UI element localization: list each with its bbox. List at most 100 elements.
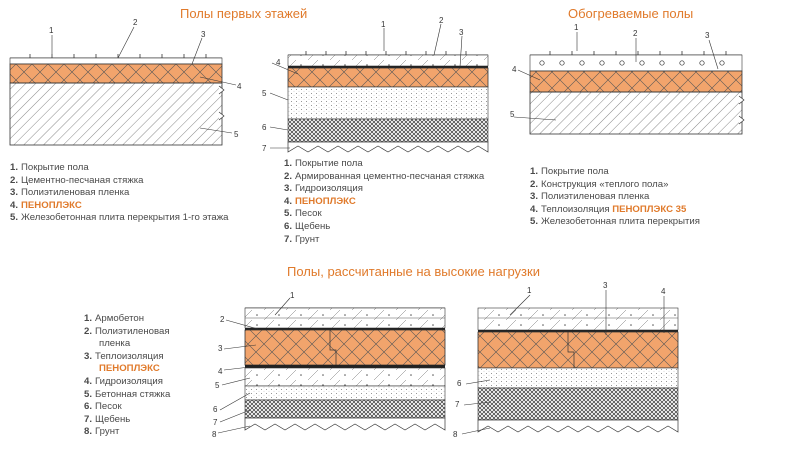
legend-number: 2. (284, 170, 293, 182)
callout-4: 4 (512, 65, 517, 74)
callout-3: 3 (705, 31, 710, 40)
legend-text: пленка (99, 338, 131, 350)
legend-text: ПЕНОПЛЭКС (295, 195, 356, 207)
legend-text: Покрытие пола (295, 158, 363, 169)
callout-3: 3 (218, 344, 223, 353)
legend-number: 4. (10, 199, 19, 211)
legend-item: 2.Цементно-песчаная стяжка (10, 175, 229, 188)
legend-item: 3.Полиэтиленовая пленка (530, 191, 700, 204)
legend-item: 8.Грунт (84, 426, 170, 439)
legend-text: Полиэтиленовая пленка (21, 187, 130, 199)
diagram-high-load-slab: 1 2 3 4 5 6 7 8 (212, 291, 446, 439)
legend-number: 4. (84, 375, 93, 387)
legend-number: 4. (284, 195, 293, 207)
legend-number: 6. (284, 220, 293, 232)
legend-brand: ПЕНОПЛЭКС 35 (612, 203, 687, 215)
diagram-high-load-ground: 1 3 4 6 7 8 (453, 281, 679, 439)
callout-1: 1 (574, 23, 579, 32)
legend-item: 5.Железобетонная плита перекрытия 1-го э… (10, 212, 229, 225)
legend-number: 7. (84, 413, 93, 425)
legend-text: Гидроизоляция (95, 375, 163, 387)
title-heated-floors: Обогреваемые полы (568, 6, 694, 21)
callout-3: 3 (459, 28, 464, 37)
legend-item: 6.Песок (84, 401, 170, 414)
legend-text: ПЕНОПЛЭКС (99, 363, 160, 375)
legend-text: Покрытие пола (21, 162, 89, 173)
legend-number: 5. (284, 208, 293, 220)
legend-item: 5.Железобетонная плита перекрытия (530, 216, 700, 229)
legend-number: 1. (10, 162, 19, 173)
legend-item: 1.Армобетон (84, 313, 170, 326)
title-first-floors: Полы первых этажей (180, 6, 308, 21)
callout-8: 8 (453, 430, 458, 439)
callout-1: 1 (290, 291, 295, 300)
legend-text: Железобетонная плита перекрытия 1-го эта… (21, 212, 229, 224)
callout-7: 7 (213, 418, 218, 427)
legend-text: Покрытие пола (541, 166, 609, 177)
legend-item: 2.Конструкция «теплого пола» (530, 179, 700, 192)
legend-item: 2.Полиэтиленовая (84, 326, 170, 339)
callout-4: 4 (218, 367, 223, 376)
legend-text: Грунт (95, 426, 120, 438)
legend-number: 1. (530, 166, 539, 177)
legend-text: Цементно-песчаная стяжка (21, 174, 144, 186)
legend-item: 6.Щебень (284, 221, 484, 234)
legend-number: 4. (530, 203, 539, 215)
legend-text: Грунт (295, 233, 320, 245)
legend-item: 3.Полиэтиленовая пленка (10, 187, 229, 200)
legend-item: 4.ПЕНОПЛЭКС (10, 200, 229, 213)
legend-number: 3. (530, 191, 539, 203)
callout-3: 3 (603, 281, 608, 290)
legend-number: 8. (84, 426, 93, 438)
callout-2: 2 (133, 18, 138, 27)
callout-1: 1 (381, 20, 386, 29)
legend-number: 3. (10, 187, 19, 199)
legend-text: ПЕНОПЛЭКС (21, 199, 82, 211)
legend-text: Теплоизоляция (95, 350, 164, 362)
diagram-first-floor-slab: 1 2 3 4 5 (9, 18, 242, 146)
callout-5: 5 (215, 381, 220, 390)
legend-number: 5. (10, 212, 19, 224)
callout-4: 4 (237, 82, 242, 91)
legend-text: Песок (295, 208, 322, 220)
callout-4: 4 (661, 287, 666, 296)
legend-item: 4.Гидроизоляция (84, 376, 170, 389)
callout-2: 2 (633, 29, 638, 38)
legend-item: 5.Бетонная стяжка (84, 389, 170, 402)
legend-number: 5. (84, 388, 93, 400)
legend-text: Конструкция «теплого пола» (541, 178, 669, 190)
legend-item: ПЕНОПЛЭКС (84, 363, 170, 376)
legend-text: Гидроизоляция (295, 183, 363, 195)
legend-number: 2. (84, 325, 93, 337)
legend-number: 3. (84, 350, 93, 362)
callout-6: 6 (213, 405, 218, 414)
callout-6: 6 (457, 379, 462, 388)
callout-5: 5 (262, 89, 267, 98)
callout-5: 5 (510, 110, 515, 119)
legend-number: 1. (84, 313, 93, 324)
legend-number: 3. (284, 183, 293, 195)
callout-7: 7 (262, 144, 267, 153)
diagram-ground-floor: 1 2 3 4 5 6 7 (262, 16, 489, 153)
legend-number: 1. (284, 158, 293, 169)
callout-7: 7 (455, 400, 460, 409)
legend-text: Щебень (95, 413, 131, 425)
legend-item: 7.Щебень (84, 414, 170, 427)
legend-text: Армированная цементно-песчаная стяжка (295, 170, 485, 182)
callout-6: 6 (262, 123, 267, 132)
legend-number: 6. (84, 401, 93, 413)
legend-text: Песок (95, 401, 122, 413)
legend-item: 5.Песок (284, 208, 484, 221)
callout-8: 8 (212, 430, 217, 439)
legend-item: 1.Покрытие пола (284, 158, 484, 171)
diagram-heated-floor: 1 2 3 4 5 (510, 23, 745, 135)
legend-number: 2. (530, 178, 539, 190)
legend-item: 3.Теплоизоляция (84, 351, 170, 364)
legend-item: 1.Покрытие пола (10, 162, 229, 175)
callout-1: 1 (49, 26, 54, 35)
legend-text: Полиэтиленовая (95, 325, 170, 337)
legend-number: 5. (530, 216, 539, 228)
